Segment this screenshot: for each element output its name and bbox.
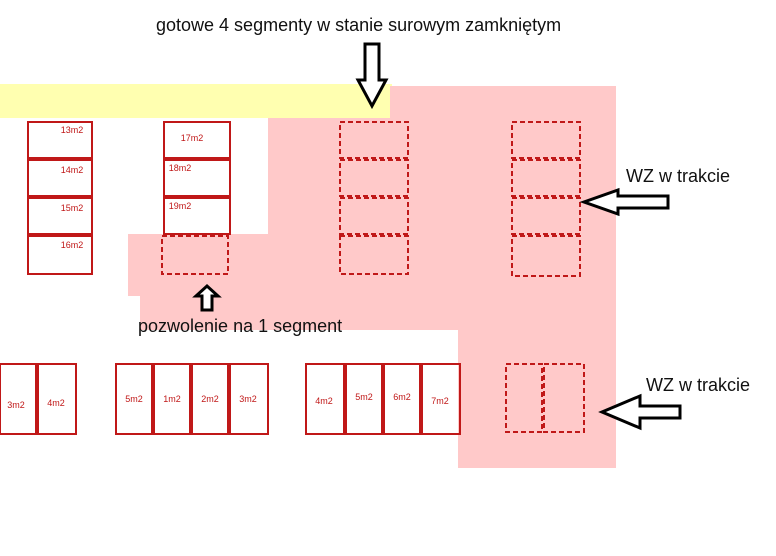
permitted-segment bbox=[161, 235, 229, 275]
unit-label: 14m2 bbox=[61, 165, 84, 175]
unit-label: 15m2 bbox=[61, 203, 84, 213]
unit-label: 3m2 bbox=[239, 394, 257, 404]
wz-label-lower: WZ w trakcie bbox=[646, 375, 751, 395]
building-row-3 bbox=[305, 363, 461, 435]
finished-shell-segments bbox=[339, 121, 409, 275]
permit-caption: pozwolenie na 1 segment bbox=[138, 316, 343, 336]
unit-label: 18m2 bbox=[169, 163, 192, 173]
unit-label: 7m2 bbox=[431, 396, 449, 406]
yellow-band bbox=[0, 84, 392, 118]
arrow-left-icon bbox=[598, 393, 682, 431]
arrow-left-icon bbox=[579, 187, 670, 217]
arrow-up-icon bbox=[192, 283, 222, 312]
wz-label-upper: WZ w trakcie bbox=[626, 166, 731, 186]
unit-label: 17m2 bbox=[181, 133, 204, 143]
highlight-zone bbox=[128, 86, 616, 468]
unit-label: 3m2 bbox=[7, 400, 25, 410]
top-caption: gotowe 4 segmenty w stanie surowym zamkn… bbox=[156, 15, 562, 35]
building-column-b bbox=[163, 121, 231, 235]
unit-label: 5m2 bbox=[355, 392, 373, 402]
unit-label: 2m2 bbox=[201, 394, 219, 404]
wz-segments-upper bbox=[511, 121, 581, 277]
building-row-2 bbox=[115, 363, 269, 435]
arrow-down-icon bbox=[355, 42, 389, 110]
unit-label: 6m2 bbox=[393, 392, 411, 402]
unit-label: 16m2 bbox=[61, 240, 84, 250]
unit-label: 1m2 bbox=[163, 394, 181, 404]
building-column-a bbox=[27, 121, 93, 275]
building-row-1 bbox=[0, 363, 77, 435]
wz-segments-lower bbox=[505, 363, 585, 433]
unit-label: 4m2 bbox=[47, 398, 65, 408]
unit-label: 4m2 bbox=[315, 396, 333, 406]
unit-label: 19m2 bbox=[169, 201, 192, 211]
unit-label: 13m2 bbox=[61, 125, 84, 135]
unit-label: 5m2 bbox=[125, 394, 143, 404]
